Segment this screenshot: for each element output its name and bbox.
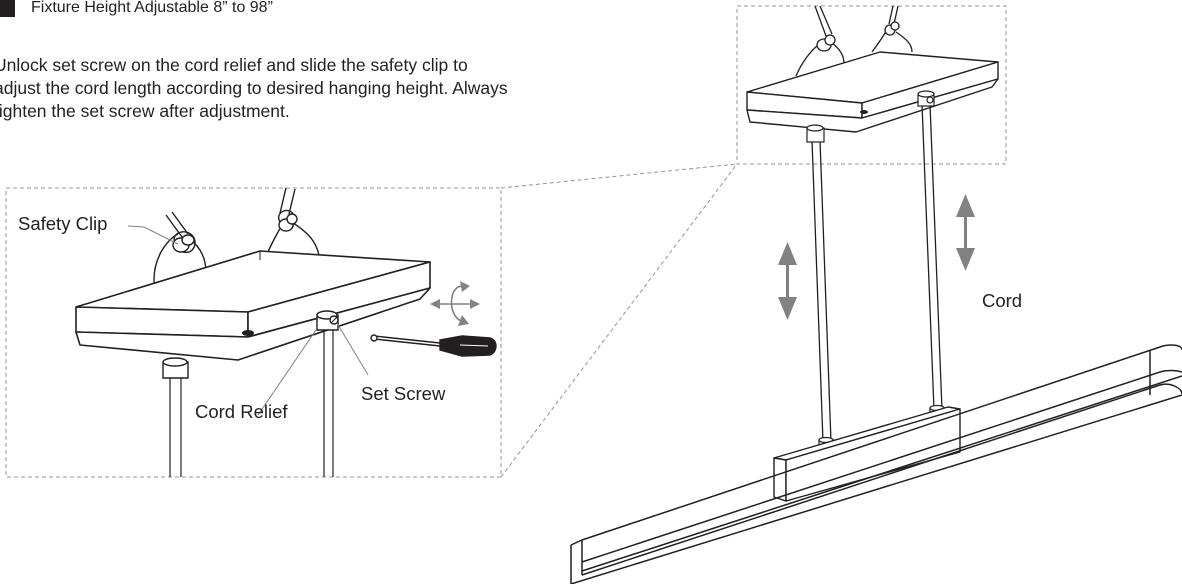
- detail-inset: Safety Clip Cord Relief Set Screw: [18, 188, 497, 477]
- cords: [811, 103, 943, 443]
- canopy-box: [746, 51, 999, 133]
- driver-housing: [773, 406, 961, 502]
- height-adjust-arrow-left: [778, 242, 797, 320]
- canopy-cord-reliefs: [806, 90, 935, 143]
- label-set-screw: Set Screw: [361, 383, 446, 404]
- pendant-fixture: Cord: [570, 90, 1182, 584]
- detail-leader-lines: [127, 225, 369, 416]
- canopy-inset-frame: [736, 5, 1007, 165]
- instructions-text: Unlock set screw on the cord relief and …: [0, 54, 634, 123]
- zoom-connector-lines: [500, 163, 738, 478]
- height-adjust-arrow-right: [956, 194, 975, 271]
- detail-inset-frame: [5, 187, 502, 478]
- detail-canopy: [75, 250, 431, 361]
- label-cord-relief: Cord Relief: [195, 401, 288, 422]
- canopy-inset: [746, 6, 999, 133]
- screwdriver-icon: [370, 334, 497, 357]
- detail-safety-clip-left: [172, 234, 195, 253]
- canopy-safety-clips: [816, 21, 900, 52]
- detail-safety-clip-right: [278, 213, 298, 232]
- linear-fixture-body: [570, 344, 1182, 584]
- step-badge: [0, 0, 15, 17]
- detail-cord-relief-left: [162, 357, 189, 477]
- instruction-line: tighten the set screw after adjustment.: [0, 101, 290, 121]
- step-title: Fixture Height Adjustable 8” to 98”: [31, 0, 273, 16]
- detail-cord-relief-right: [316, 310, 339, 477]
- label-cord: Cord: [982, 290, 1022, 311]
- instruction-line: Unlock set screw on the cord relief and …: [0, 55, 468, 75]
- rotate-arrows-icon: [430, 281, 480, 326]
- label-safety-clip: Safety Clip: [18, 213, 107, 234]
- instruction-line: adjust the cord length according to desi…: [0, 78, 508, 98]
